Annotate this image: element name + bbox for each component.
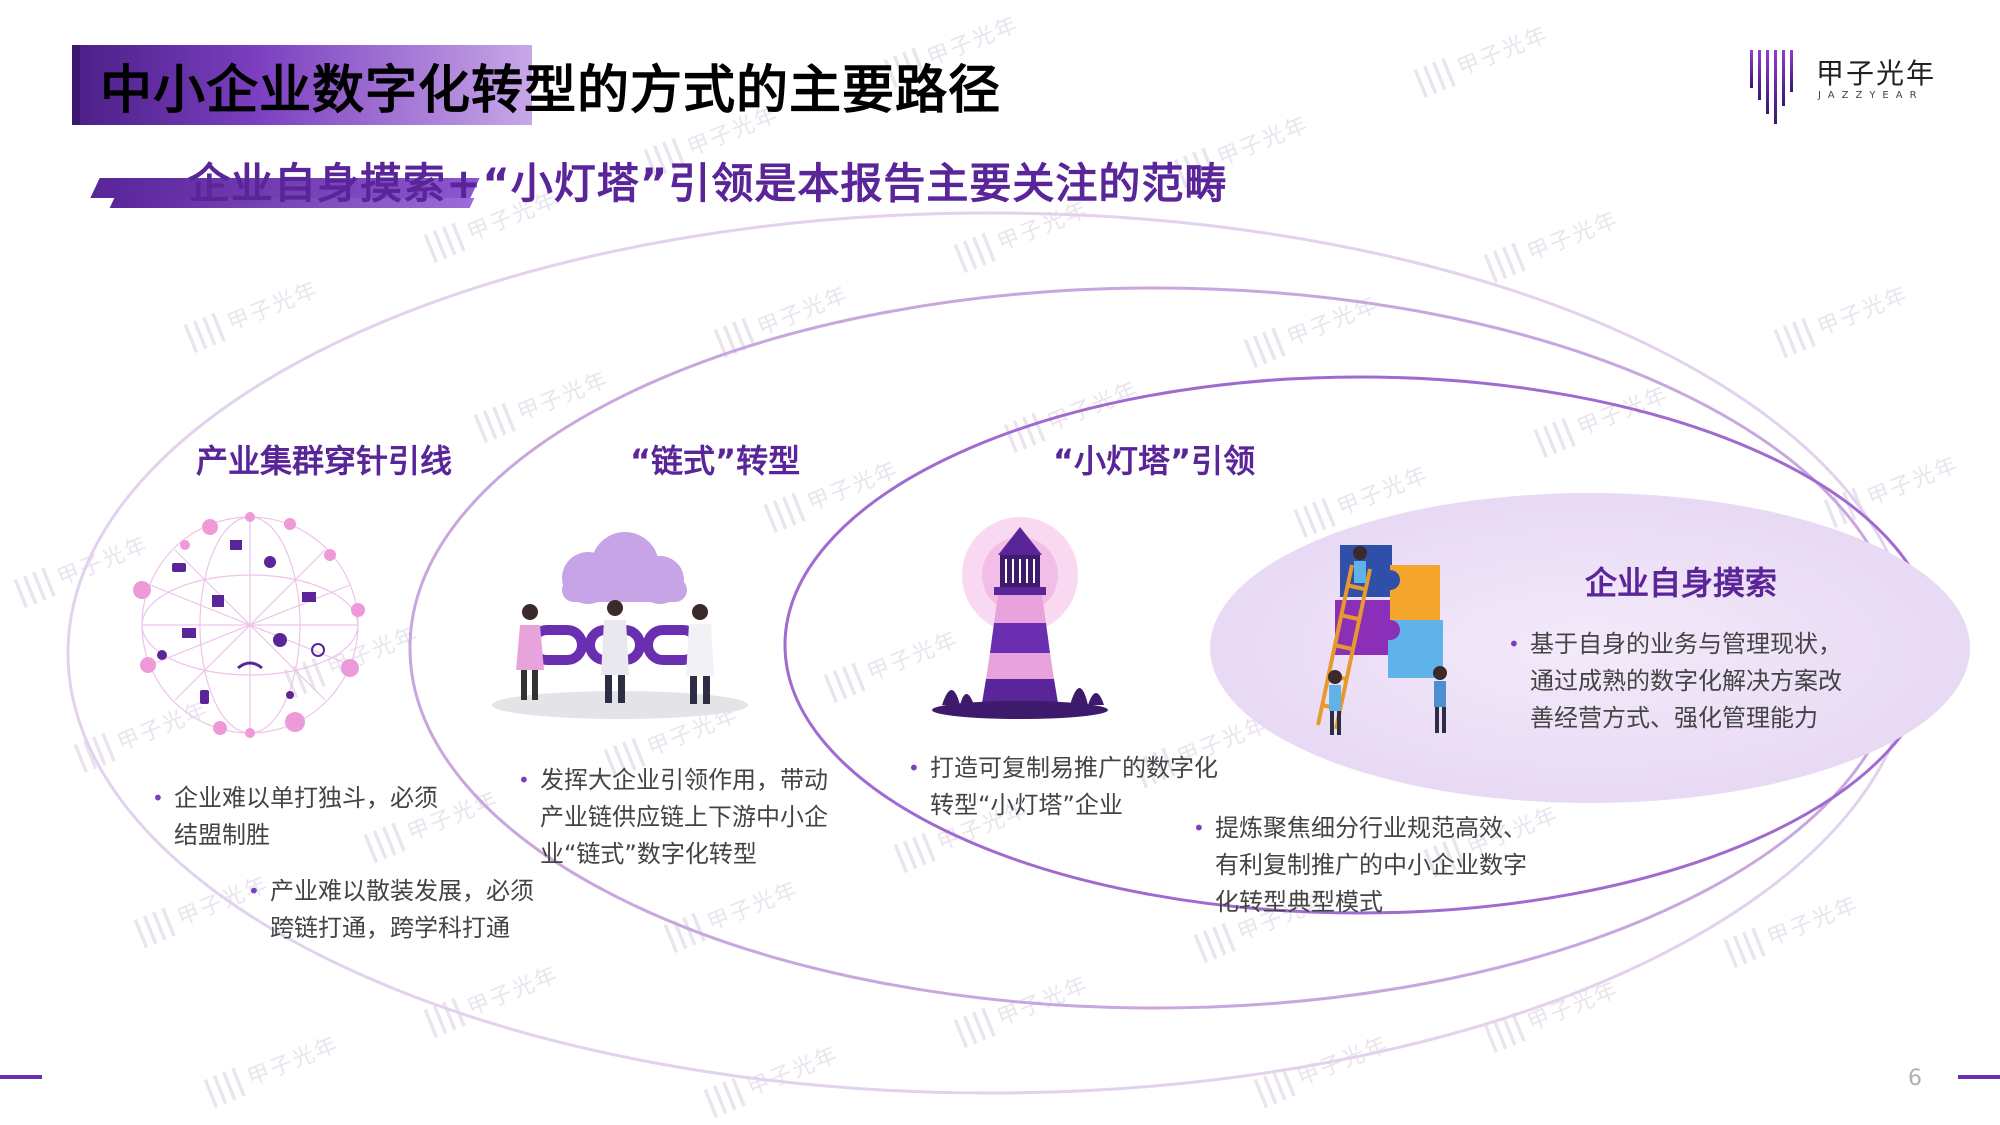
- section-title-self: 企业自身摸索: [1585, 564, 1778, 602]
- bullet-dot-icon: •: [1193, 816, 1205, 840]
- logo: 甲子光年 JAZZYEAR: [1748, 44, 1948, 124]
- logo-bars-icon: [1750, 50, 1793, 124]
- bullet-self-1: • 基于自身的业务与管理现状， 通过成熟的数字化解决方案改 善经营方式、强化管理…: [1508, 626, 1842, 737]
- chain-people-icon: [492, 532, 748, 719]
- network-globe-icon: [133, 512, 365, 738]
- lighthouse-icon: [932, 517, 1108, 719]
- bullet-industry-2: • 产业难以散装发展，必须 跨链打通，跨学科打通: [248, 873, 534, 947]
- bullet-dot-icon: •: [518, 768, 530, 792]
- bullet-lighthouse-2: • 提炼聚焦细分行业规范高效、 有利复制推广的中小企业数字 化转型典型模式: [1193, 810, 1527, 921]
- bullet-lighthouse-1: • 打造可复制易推广的数字化 转型“小灯塔”企业: [908, 750, 1218, 824]
- logo-tagline: JAZZYEAR: [1818, 90, 1924, 101]
- subtitle: 企业自身摸索+“小灯塔”引领是本报告主要关注的范畴: [188, 159, 1228, 208]
- page-number: 6: [1908, 1066, 1922, 1091]
- title-bar: [72, 45, 532, 125]
- puzzle-ladder-icon: [1316, 545, 1447, 735]
- bullet-dot-icon: •: [152, 786, 164, 810]
- page-title: 中小企业数字化转型的方式的主要路径: [100, 61, 1002, 121]
- section-title-chain: “链式”转型: [630, 442, 801, 480]
- footer-accent-left: [0, 1075, 42, 1079]
- section-title-lighthouse: “小灯塔”引领: [1053, 442, 1256, 480]
- bullet-dot-icon: •: [248, 879, 260, 903]
- logo-name: 甲子光年: [1816, 57, 1937, 90]
- bullet-chain-1: • 发挥大企业引领作用，带动 产业链供应链上下游中小企 业“链式”数字化转型: [518, 762, 828, 873]
- bullet-dot-icon: •: [908, 756, 920, 780]
- title-accent: [72, 45, 80, 125]
- section-title-industry: 产业集群穿针引线: [196, 442, 453, 480]
- footer-accent-right: [1958, 1075, 2000, 1079]
- bullet-industry-1: • 企业难以单打独斗，必须 结盟制胜: [152, 780, 438, 854]
- bullet-dot-icon: •: [1508, 632, 1520, 656]
